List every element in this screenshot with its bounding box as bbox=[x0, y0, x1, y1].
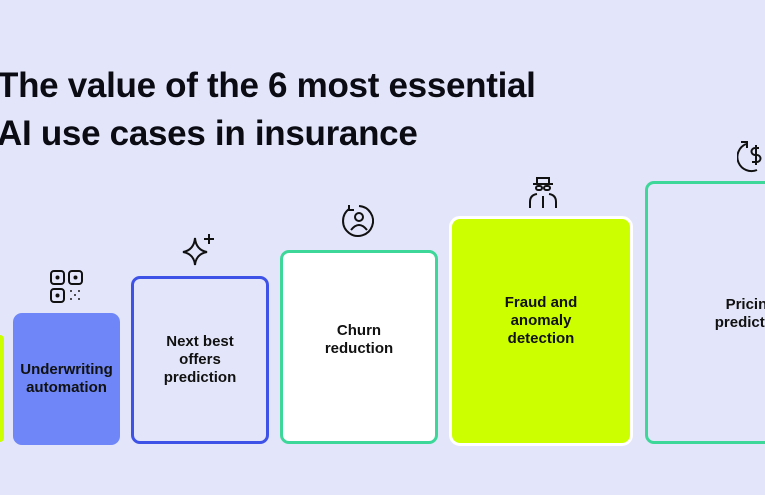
dollar-refresh-icon bbox=[737, 136, 765, 174]
spy-icon bbox=[527, 174, 559, 210]
grid-dots-icon bbox=[49, 269, 85, 305]
sparkle-icon bbox=[180, 232, 216, 266]
page-title: The value of the 6 most essential AI use… bbox=[0, 62, 536, 158]
title-line-2: AI use cases in insurance bbox=[0, 114, 418, 153]
card-label: Churn reduction bbox=[324, 322, 394, 357]
card-partial-lime bbox=[0, 335, 4, 442]
card-label: Fraud and anomaly detection bbox=[504, 294, 578, 347]
card-pricing-prediction: Pricing prediction bbox=[645, 181, 765, 444]
card-underwriting-automation: Underwriting automation bbox=[13, 313, 120, 445]
card-churn-reduction: Churn reduction bbox=[280, 250, 438, 444]
card-label: Pricing prediction bbox=[714, 296, 765, 331]
title-line-1: The value of the 6 most essential bbox=[0, 66, 536, 105]
card-label: Underwriting automation bbox=[20, 361, 113, 396]
card-next-best-offers: Next best offers prediction bbox=[131, 276, 269, 444]
card-fraud-anomaly-detection: Fraud and anomaly detection bbox=[449, 216, 633, 446]
card-label: Next best offers prediction bbox=[163, 333, 237, 386]
user-refresh-icon bbox=[341, 203, 377, 239]
